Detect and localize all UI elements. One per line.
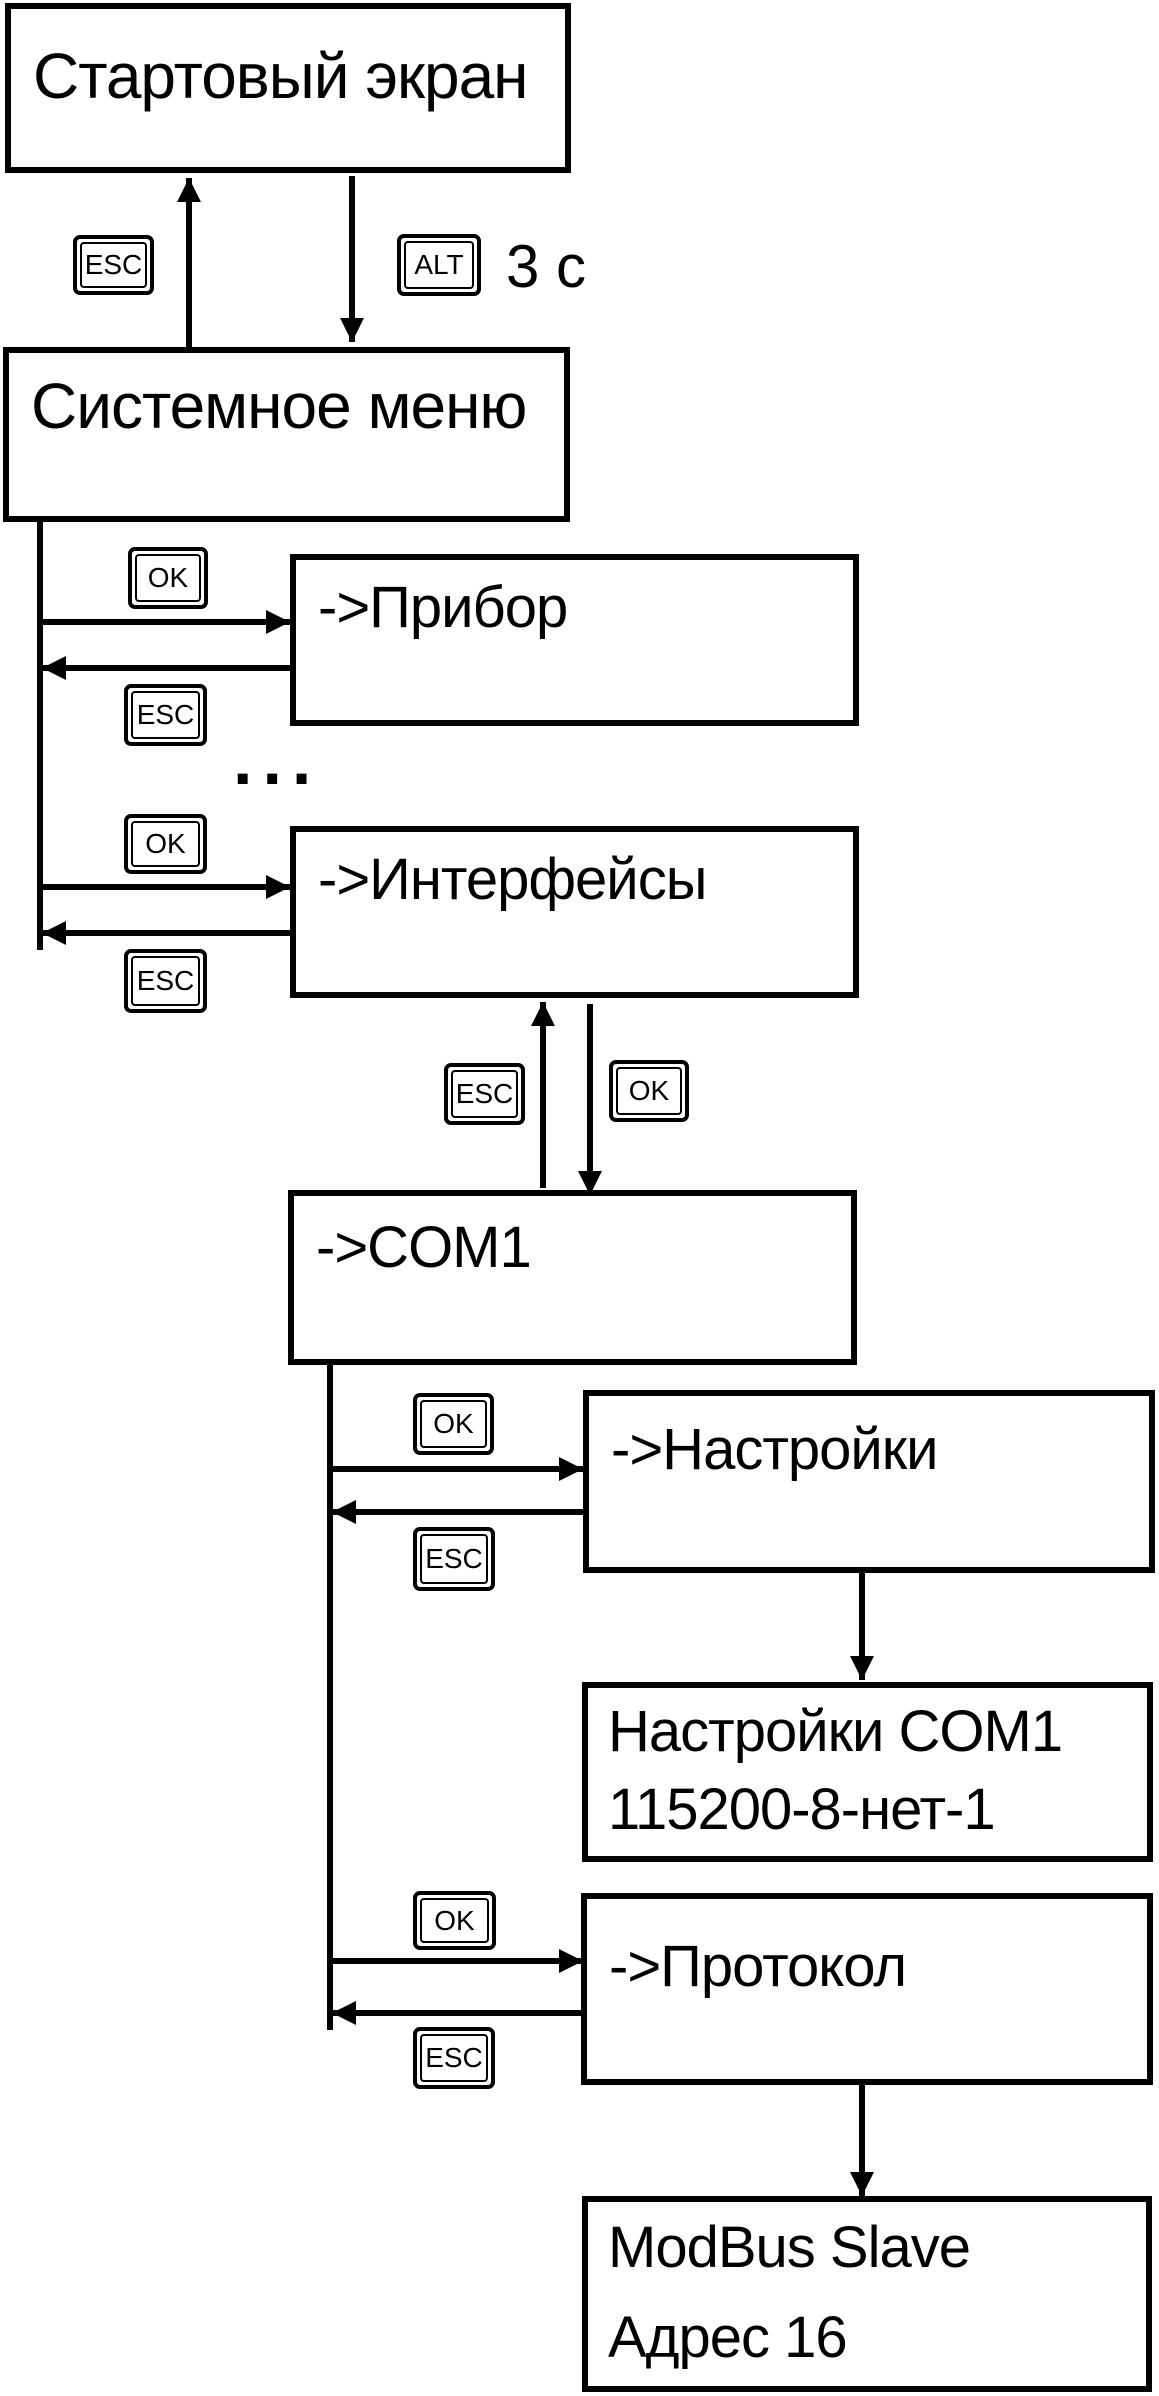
settings-box: ->Настройки [583, 1390, 1155, 1573]
esc-key-badge: ESC [444, 1063, 525, 1125]
ellipsis: ... [233, 721, 322, 799]
settings-value-box: Настройки COM1 115200-8-нет-1 [582, 1682, 1153, 1862]
ok-key-badge: OK [609, 1060, 689, 1122]
esc-key-badge: ESC [124, 949, 207, 1013]
esc-key-badge: ESC [413, 1527, 495, 1591]
ok-key-badge: OK [413, 1891, 496, 1950]
interfaces-label: ->Интерфейсы [318, 847, 707, 912]
settings-label: ->Настройки [611, 1417, 939, 1482]
com1-box: ->COM1 [288, 1190, 857, 1365]
protocol-box: ->Протокол [581, 1893, 1153, 2085]
ok-key-badge: OK [128, 547, 208, 609]
protocol-value-line2: Адрес 16 [608, 2305, 848, 2370]
ok-key-badge: OK [413, 1393, 494, 1455]
start-screen-box: Стартовый экран [5, 3, 571, 173]
com1-label: ->COM1 [316, 1215, 532, 1280]
settings-value-line1: Настройки COM1 [608, 1699, 1063, 1764]
interfaces-box: ->Интерфейсы [290, 826, 859, 998]
protocol-value-line1: ModBus Slave [608, 2215, 971, 2280]
esc-key-badge: ESC [413, 2027, 495, 2089]
device-label: ->Прибор [318, 575, 568, 640]
device-box: ->Прибор [290, 554, 859, 726]
settings-value-line2: 115200-8-нет-1 [608, 1777, 996, 1842]
start-screen-label: Стартовый экран [33, 40, 528, 112]
protocol-label: ->Протокол [609, 1934, 907, 1999]
system-menu-box: Системное меню [3, 347, 570, 522]
protocol-value-box: ModBus Slave Адрес 16 [582, 2196, 1152, 2392]
alt-key-badge: ALT [397, 234, 481, 296]
system-menu-label: Системное меню [31, 370, 527, 442]
ok-key-badge: OK [124, 814, 207, 874]
esc-key-badge: ESC [73, 235, 154, 295]
esc-key-badge: ESC [124, 684, 207, 746]
hold-time-label: 3 с [506, 233, 587, 300]
